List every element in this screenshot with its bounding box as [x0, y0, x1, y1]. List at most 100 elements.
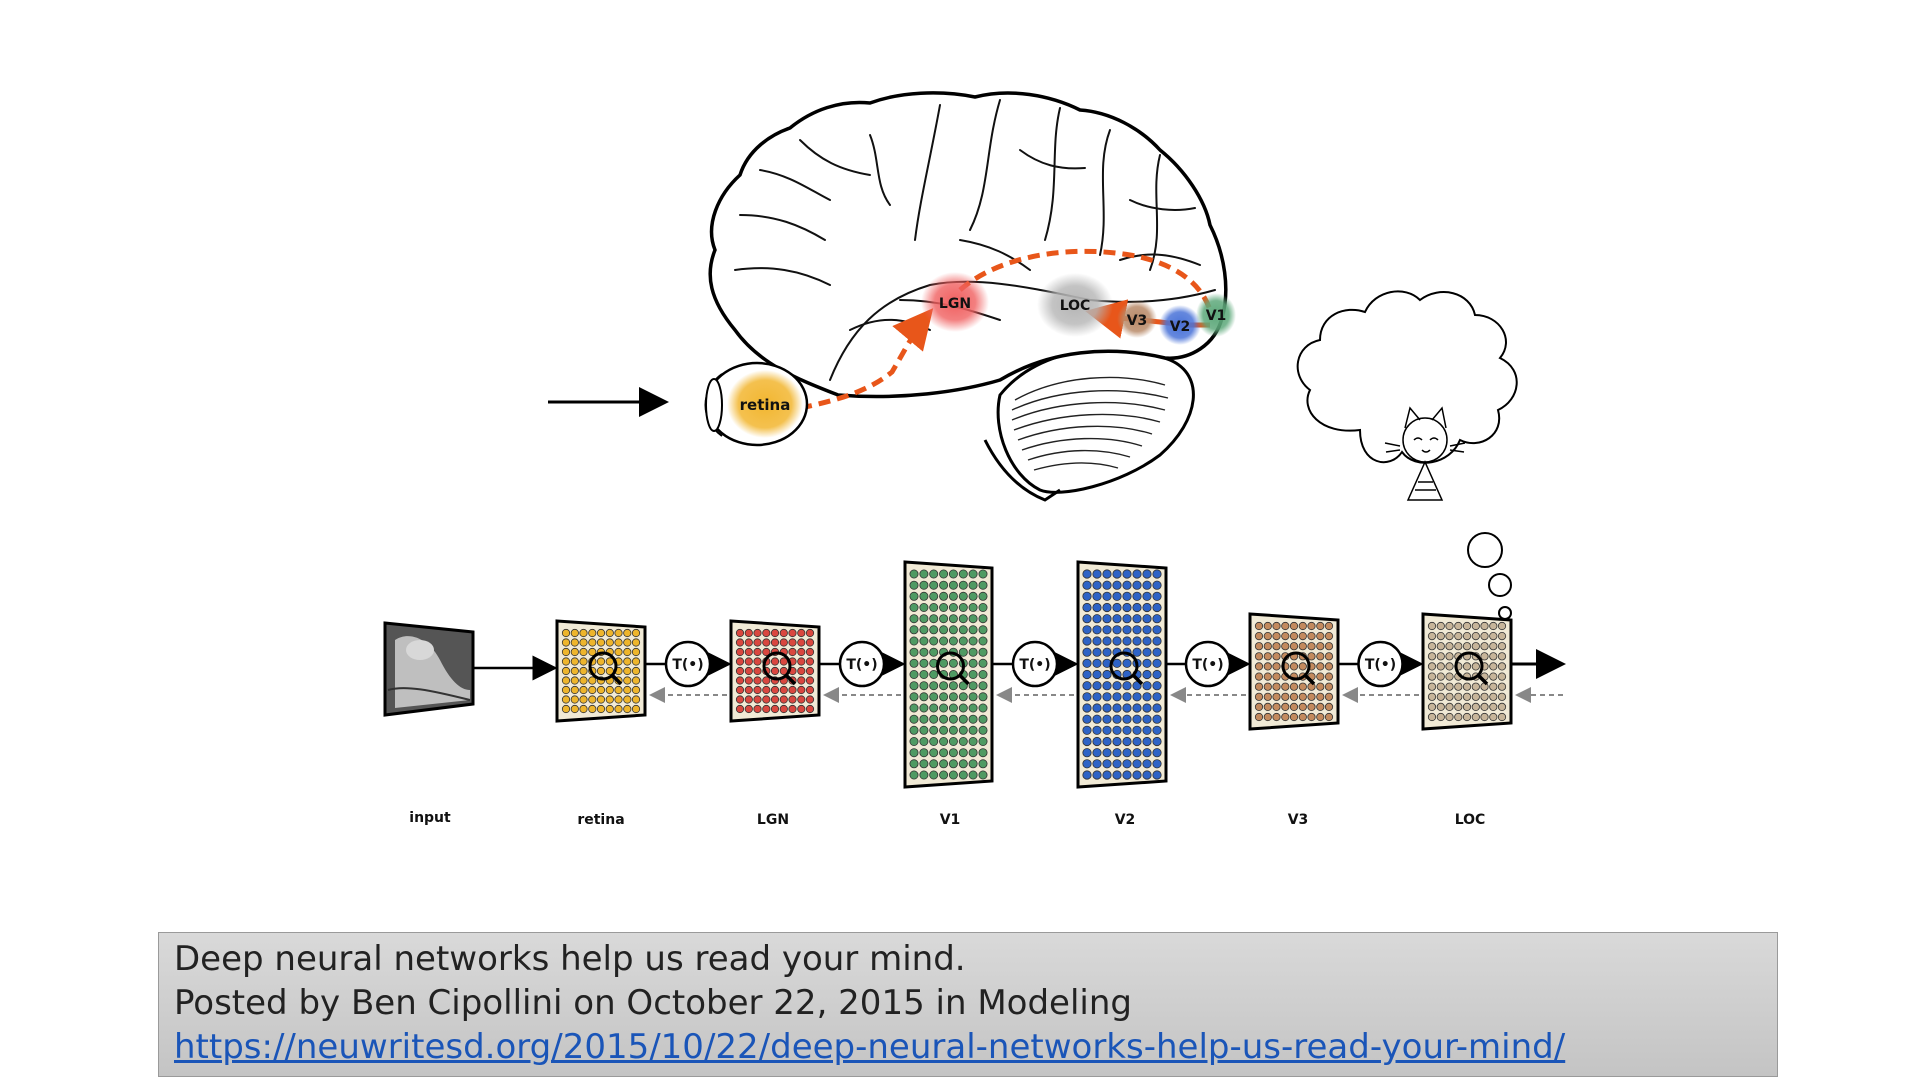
- neuron-dot: [1489, 702, 1498, 712]
- neuron-dot: [744, 676, 753, 685]
- neuron-dot: [1122, 636, 1132, 646]
- neuron-dot: [1122, 591, 1132, 601]
- neuron-dot: [1152, 569, 1162, 579]
- transform-label: T(•): [1365, 657, 1396, 673]
- neuron-dot: [1489, 652, 1498, 661]
- neuron-dot: [1436, 672, 1445, 681]
- neuron-dot: [958, 703, 968, 713]
- neuron-dot: [939, 748, 949, 758]
- neuron-dot: [958, 681, 968, 691]
- neuron-dot: [1289, 702, 1299, 712]
- neuron-dot: [978, 759, 988, 769]
- network-layers: T(•)T(•)T(•)T(•)T(•): [555, 560, 1566, 789]
- neuron-dot: [958, 714, 968, 724]
- neuron-dot: [596, 666, 606, 676]
- neuron-dot: [1281, 642, 1290, 651]
- neuron-dot: [623, 666, 632, 676]
- neuron-dot: [770, 628, 780, 638]
- neuron-dot: [1307, 652, 1316, 661]
- neuron-dot: [1152, 591, 1162, 601]
- neuron-dot: [919, 770, 929, 780]
- neuron-dot: [1307, 621, 1316, 631]
- neuron-dot: [579, 676, 588, 685]
- neuron-dot: [919, 692, 929, 702]
- neuron-dot: [779, 657, 788, 666]
- neuron-dot: [1152, 658, 1162, 668]
- neuron-dot: [1489, 631, 1498, 641]
- neuron-dot: [1324, 692, 1334, 701]
- caption-link[interactable]: https://neuwritesd.org/2015/10/22/deep-n…: [174, 1027, 1566, 1067]
- neuron-dot: [909, 759, 919, 769]
- neuron-dot: [623, 695, 632, 704]
- neuron-dot: [939, 737, 949, 747]
- neuron-dot: [1102, 569, 1112, 579]
- neuron-dot: [1122, 658, 1132, 668]
- neuron-dot: [1132, 647, 1142, 657]
- neuron-dot: [1307, 631, 1316, 641]
- neuron-dot: [1082, 770, 1092, 780]
- neuron-dot: [579, 628, 588, 638]
- neuron-dot: [1272, 692, 1281, 701]
- neuron-dot: [797, 695, 806, 704]
- neuron-dot: [1427, 621, 1437, 631]
- neuron-dot: [968, 725, 978, 735]
- neuron-dot: [948, 591, 958, 601]
- neuron-dot: [1254, 692, 1264, 701]
- neuron-dot: [579, 647, 588, 657]
- magnifier-icon: [762, 651, 792, 681]
- neuron-dot: [1281, 712, 1290, 722]
- neuron-dot: [735, 666, 745, 676]
- neuron-dot: [623, 685, 632, 695]
- neuron-dot: [1427, 702, 1437, 712]
- magnifier-icon: [936, 651, 965, 681]
- transform-label: T(•): [672, 657, 703, 673]
- neuron-dot: [1307, 642, 1316, 651]
- neuron-dot: [1122, 614, 1132, 624]
- neuron-dot: [788, 685, 797, 695]
- neuron-dot: [1142, 703, 1152, 713]
- neuron-dot: [948, 714, 958, 724]
- neuron-dot: [958, 770, 968, 780]
- neuron-dot: [561, 647, 571, 657]
- neuron-dot: [939, 614, 949, 624]
- neuron-dot: [1497, 652, 1507, 661]
- neuron-dot: [631, 695, 641, 704]
- neuron-dot: [1497, 621, 1507, 631]
- brain-illustration: LGN LOC V3 V2 V1 retina: [548, 91, 1236, 502]
- neuron-dot: [909, 748, 919, 758]
- neuron-dot: [1142, 658, 1152, 668]
- neuron-dot: [1454, 702, 1463, 712]
- neuron-dot: [1462, 692, 1472, 701]
- neuron-dot: [929, 636, 939, 646]
- neuron-dot: [968, 636, 978, 646]
- neuron-dot: [939, 714, 949, 724]
- neuron-dot: [909, 647, 919, 657]
- neuron-dot: [1471, 662, 1480, 671]
- neuron-dot: [623, 638, 632, 647]
- neuron-dot: [1316, 672, 1325, 681]
- neuron-dot: [605, 685, 614, 695]
- neuron-dot: [770, 666, 780, 676]
- neuron-dot: [770, 685, 780, 695]
- neuron-dot: [570, 638, 579, 647]
- neuron-dot: [1112, 681, 1122, 691]
- neuron-dot: [929, 703, 939, 713]
- neuron-dot: [939, 658, 949, 668]
- neuron-dot: [753, 638, 762, 647]
- neuron-dot: [561, 666, 571, 676]
- neuron-dot: [919, 748, 929, 758]
- neuron-dot: [744, 657, 753, 666]
- neuron-dot: [805, 638, 815, 647]
- neuron-dot: [1324, 702, 1334, 712]
- neuron-dot: [1092, 725, 1102, 735]
- neuron-dot: [1082, 602, 1092, 613]
- neuron-dot: [1298, 712, 1307, 722]
- neuron-dot: [978, 603, 988, 613]
- neuron-dot: [1092, 636, 1102, 646]
- neuron-dot: [1445, 672, 1454, 681]
- neuron-dot: [929, 625, 939, 635]
- neuron-dot: [1436, 631, 1445, 641]
- neuron-dot: [1122, 703, 1132, 713]
- neuron-dot: [788, 647, 797, 657]
- neuron-dot: [623, 647, 632, 657]
